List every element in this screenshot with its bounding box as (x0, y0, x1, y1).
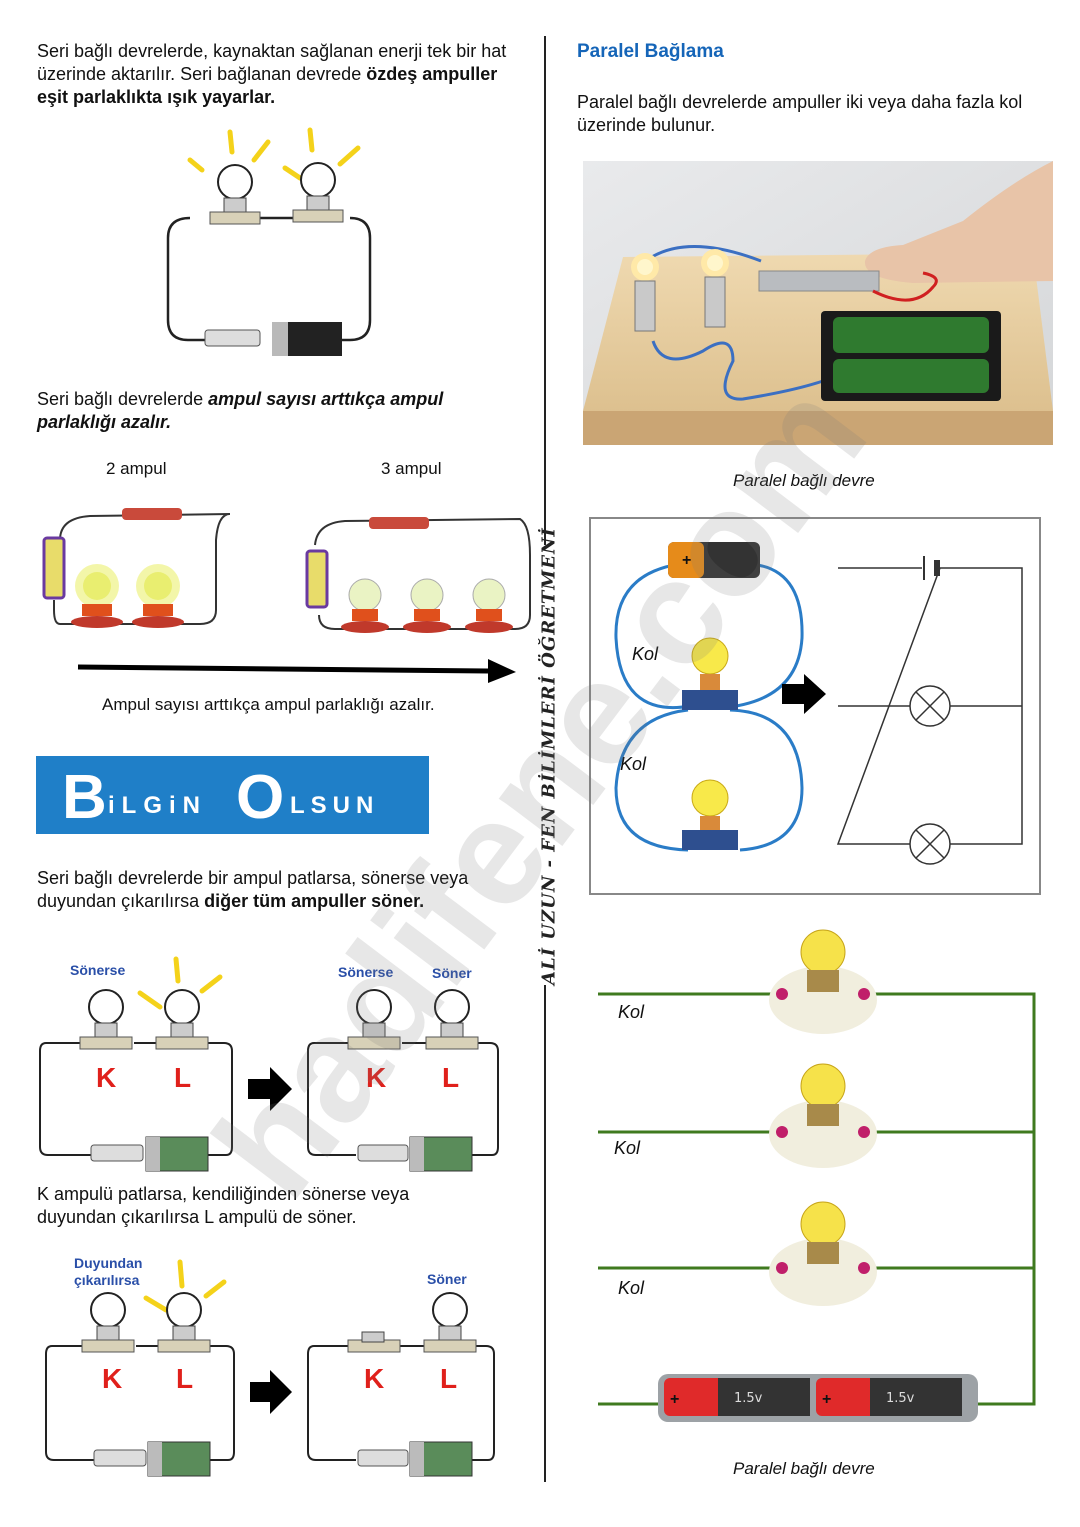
paralel-heading: Paralel Bağlama (577, 41, 724, 62)
brightness-bold-italic: ampul sayısı arttıkça ampul parlaklığı a… (37, 389, 444, 432)
kol-label-b: Kol (620, 754, 647, 774)
label-3-bulbs: 3 ampul (381, 459, 442, 478)
label-l-2: L (442, 1062, 459, 1093)
battery-plus-sign: + (682, 552, 691, 569)
lamp-2 (769, 1063, 877, 1168)
kol-label-3: Kol (618, 1278, 645, 1298)
battery-plus-1: + (670, 1391, 679, 1408)
label-soner-2: Söner (427, 1271, 467, 1287)
label-k-1: K (96, 1062, 116, 1093)
paralel-paragraph: Paralel bağlı devrelerde ampuller iki ve… (577, 92, 1023, 135)
battery-label-1: 1.5v (734, 1391, 763, 1406)
parallel-circuit-diagram: + Kol Kol (589, 517, 1041, 895)
intro-bold-text: özdeş ampuller eşit parlaklıkta ışık yay… (37, 64, 498, 107)
vertical-signature: ALİ UZUN - FEN BİLİMLERİ ÖĞRETMENİ (538, 527, 560, 985)
label-2-bulbs: 2 ampul (106, 459, 167, 478)
lamp-1 (769, 929, 877, 1034)
bottom-caption: Paralel bağlı devre (733, 1459, 875, 1478)
arrow-caption: Ampul sayısı arttıkça ampul parlaklığı a… (102, 695, 435, 714)
label-cikarilirsa: çıkarılırsa (74, 1272, 140, 1288)
label-k-4: K (364, 1363, 384, 1394)
signature-strip (537, 545, 561, 985)
k-bulb-paragraph: K ampulü patlarsa, kendiliğinden sönerse… (37, 1184, 410, 1227)
banner-letter-b: B (62, 763, 107, 832)
kol-label-2: Kol (614, 1138, 641, 1158)
intro-paragraph: Seri bağlı devrelerde, kaynaktan sağlana… (37, 40, 507, 109)
label-l-1: L (174, 1062, 191, 1093)
series-circuit-two-bulbs (166, 127, 372, 356)
brightness-paragraph: Seri bağlı devrelerde ampul sayısı arttı… (37, 388, 517, 434)
bilgin-olsun-banner: B iLGiN O LSUN (36, 756, 429, 834)
photo-caption: Paralel bağlı devre (733, 471, 875, 490)
battery-plus-2: + (822, 1391, 831, 1408)
figure-bulb-off: Sönerse Sönerse Söner K L K L (39, 956, 499, 1172)
figure-bulb-removed: Duyundan çıkarılırsa Söner K L K L (45, 1255, 495, 1477)
parallel-circuit-green: Kol Kol Kol + + 1.5v 1.5v (598, 929, 1036, 1422)
blown-bulb-text: Seri bağlı devrelerde bir ampul patlarsa… (37, 868, 469, 911)
parallel-circuit-photo (583, 161, 1053, 445)
banner-letter-o: O (236, 763, 285, 832)
label-l-3: L (176, 1363, 193, 1394)
kol-label-a: Kol (632, 644, 659, 664)
blown-bulb-paragraph: Seri bağlı devrelerde bir ampul patlarsa… (37, 867, 492, 913)
label-sonerse-2: Sönerse (338, 964, 393, 980)
lamp-3 (769, 1201, 877, 1306)
label-l-4: L (440, 1363, 457, 1394)
long-arrow-icon (77, 659, 516, 683)
label-duyundan: Duyundan (74, 1255, 142, 1271)
label-k-3: K (102, 1363, 122, 1394)
circuit-three-bulbs (305, 517, 531, 633)
brightness-text: Seri bağlı devrelerde (37, 389, 209, 409)
banner-word-ilgin: iLGiN (108, 792, 207, 819)
circuit-two-bulbs (42, 508, 231, 628)
banner-word-lsun: LSUN (290, 792, 380, 819)
kol-label-1: Kol (618, 1002, 645, 1022)
battery-label-2: 1.5v (886, 1391, 915, 1406)
blown-bulb-bold: diğer tüm ampuller söner. (204, 891, 425, 911)
label-k-2: K (366, 1062, 386, 1093)
intro-text: Seri bağlı devrelerde, kaynaktan sağlana… (37, 41, 507, 84)
label-sonerse-1: Sönerse (70, 962, 125, 978)
label-soner: Söner (432, 965, 472, 981)
